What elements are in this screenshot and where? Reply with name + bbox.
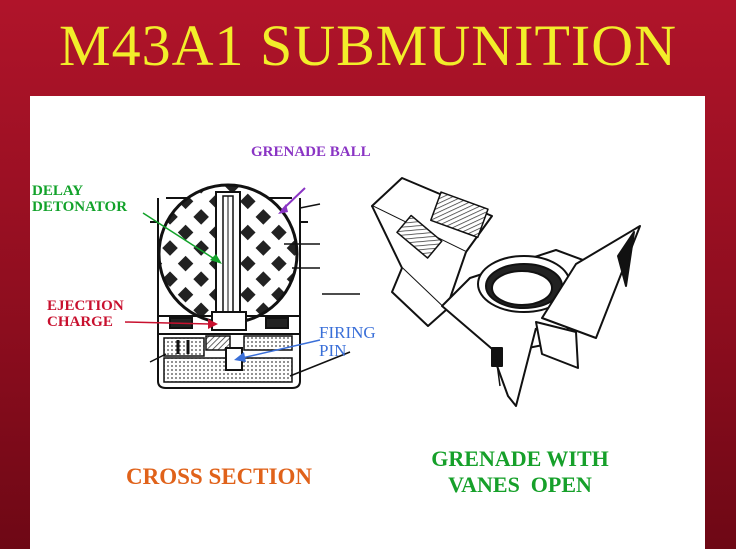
cross-section-drawing — [149, 183, 360, 389]
grenade-ball-label: GRENADE BALL — [251, 144, 371, 160]
page-title: M43A1 SUBMUNITION — [59, 13, 677, 78]
diagram-panel: GRENADE BALL DELAY DETONATOR EJECTION CH… — [30, 96, 705, 549]
delay-detonator-label-line1: DELAY — [32, 183, 84, 199]
grenade-vanes-open-drawing — [371, 177, 641, 407]
diagram-drawing — [124, 177, 641, 407]
ejection-charge-label-line2: CHARGE — [47, 314, 113, 330]
delay-detonator-label-line2: DETONATOR — [32, 199, 128, 215]
cross-section-caption: CROSS SECTION — [126, 464, 312, 489]
firing-pin-label-line2: PIN — [319, 341, 347, 360]
ejection-charge-label-line1: EJECTION — [47, 298, 124, 314]
vanes-open-caption-line2: VANES OPEN — [448, 472, 592, 497]
vanes-open-caption: GRENADE WITH VANES OPEN — [400, 446, 640, 498]
vanes-open-caption-line1: GRENADE WITH — [431, 446, 609, 471]
firing-pin-label-line1: FIRING — [319, 323, 376, 342]
